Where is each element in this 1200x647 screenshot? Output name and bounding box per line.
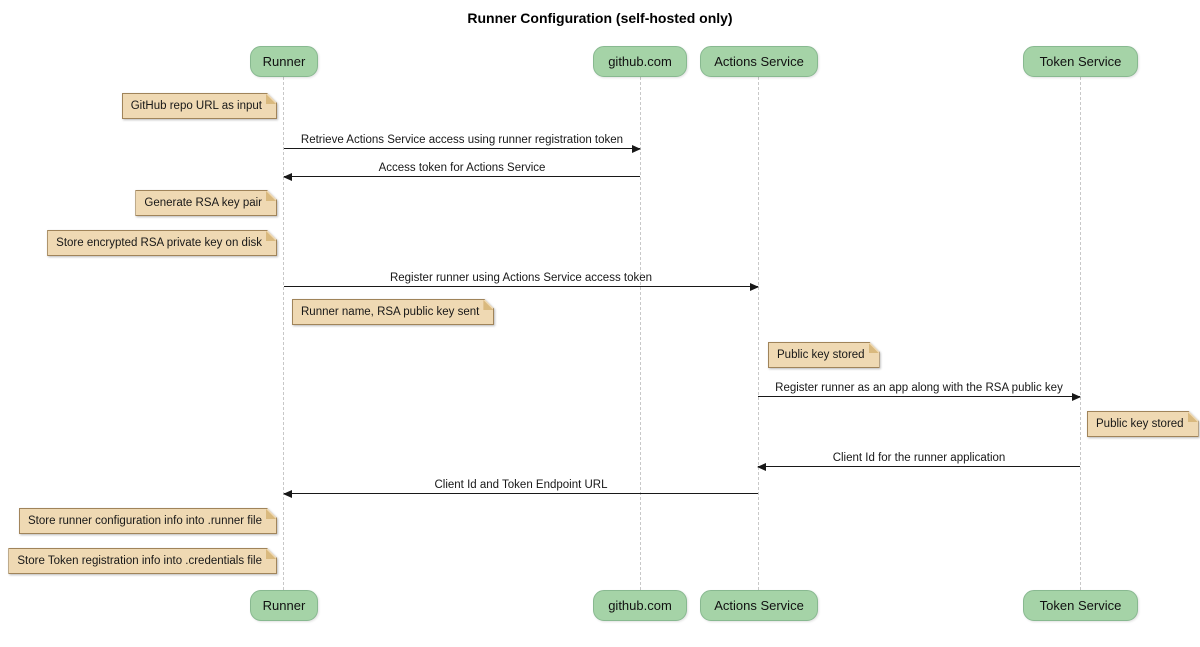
- message-register-runner-app: Register runner as an app along with the…: [758, 381, 1081, 401]
- diagram-title: Runner Configuration (self-hosted only): [467, 10, 733, 26]
- lifeline-token-service: [1080, 77, 1081, 590]
- lifeline-actions-service: [758, 77, 759, 590]
- message-retrieve-actions-access: Retrieve Actions Service access using ru…: [284, 133, 641, 153]
- message-register-runner: Register runner using Actions Service ac…: [284, 271, 759, 291]
- note-public-key-stored-token: Public key stored: [1087, 411, 1199, 437]
- message-access-token: Access token for Actions Service: [283, 161, 640, 181]
- message-line: [284, 493, 758, 494]
- note-body: Public key stored: [768, 342, 880, 368]
- note-body: Public key stored: [1087, 411, 1199, 437]
- participant-github-bottom: github.com: [593, 590, 687, 621]
- participant-actions-service-bottom: Actions Service: [700, 590, 818, 621]
- participant-runner-bottom: Runner: [250, 590, 318, 621]
- participant-runner-top: Runner: [250, 46, 318, 77]
- lifeline-github: [640, 77, 641, 590]
- lifeline-runner: [283, 77, 284, 590]
- note-body: Runner name, RSA public key sent: [292, 299, 494, 325]
- note-body: Store encrypted RSA private key on disk: [47, 230, 277, 256]
- message-line: [284, 176, 640, 177]
- note-store-credentials-file: Store Token registration info into .cred…: [8, 548, 277, 574]
- arrowhead-left-icon: [283, 490, 292, 498]
- arrowhead-right-icon: [750, 283, 759, 291]
- message-label: Register runner using Actions Service ac…: [389, 272, 653, 284]
- note-body: Generate RSA key pair: [135, 190, 277, 216]
- arrowhead-left-icon: [283, 173, 292, 181]
- message-label: Client Id for the runner application: [832, 452, 1006, 464]
- note-body: GitHub repo URL as input: [122, 93, 277, 119]
- message-line: [284, 286, 758, 287]
- note-body: Store runner configuration info into .ru…: [19, 508, 277, 534]
- note-runner-name-sent: Runner name, RSA public key sent: [292, 299, 494, 325]
- participant-token-service-top: Token Service: [1023, 46, 1138, 77]
- message-client-id-endpoint: Client Id and Token Endpoint URL: [283, 478, 758, 498]
- message-label: Retrieve Actions Service access using ru…: [300, 134, 624, 146]
- note-public-key-stored-actions: Public key stored: [768, 342, 880, 368]
- note-store-runner-file: Store runner configuration info into .ru…: [19, 508, 277, 534]
- message-label: Client Id and Token Endpoint URL: [434, 479, 608, 491]
- message-label: Register runner as an app along with the…: [775, 382, 1063, 394]
- arrowhead-left-icon: [757, 463, 766, 471]
- note-store-encrypted-key: Store encrypted RSA private key on disk: [47, 230, 277, 256]
- participant-token-service-bottom: Token Service: [1023, 590, 1138, 621]
- arrowhead-right-icon: [632, 145, 641, 153]
- participant-actions-service-top: Actions Service: [700, 46, 818, 77]
- message-line: [758, 466, 1080, 467]
- message-line: [758, 396, 1080, 397]
- message-client-id-runner-app: Client Id for the runner application: [757, 451, 1080, 471]
- note-body: Store Token registration info into .cred…: [8, 548, 277, 574]
- arrowhead-right-icon: [1072, 393, 1081, 401]
- note-generate-rsa-key: Generate RSA key pair: [135, 190, 277, 216]
- participant-github-top: github.com: [593, 46, 687, 77]
- message-label: Access token for Actions Service: [378, 162, 546, 174]
- note-github-repo-url: GitHub repo URL as input: [122, 93, 277, 119]
- message-line: [284, 148, 640, 149]
